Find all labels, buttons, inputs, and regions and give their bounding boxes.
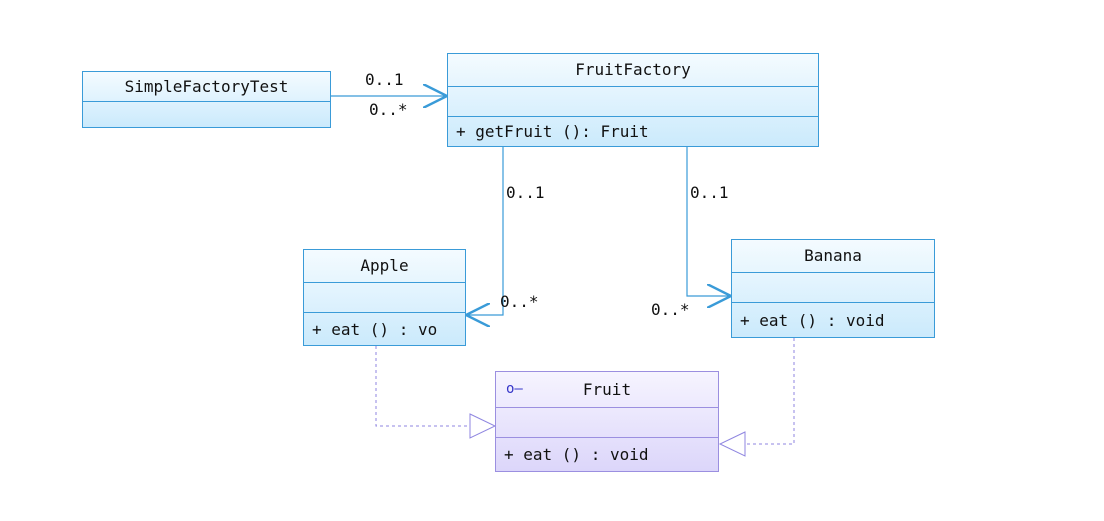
interface-lollipop-icon: o– bbox=[506, 381, 523, 397]
operation-eat: + eat () : void bbox=[496, 437, 718, 471]
multiplicity-test-target: 0..* bbox=[369, 100, 408, 119]
class-name: o– Fruit bbox=[496, 372, 718, 407]
operations-compartment bbox=[83, 101, 330, 127]
association-factory-banana bbox=[686, 147, 731, 296]
multiplicity-banana-target: 0..* bbox=[651, 300, 690, 319]
multiplicity-test-source: 0..1 bbox=[365, 70, 404, 89]
class-name: SimpleFactoryTest bbox=[124, 77, 289, 96]
class-apple[interactable]: Apple + eat () : vo bbox=[303, 249, 466, 346]
operation-eat: + eat () : void bbox=[732, 302, 934, 337]
multiplicity-banana-source: 0..1 bbox=[690, 183, 729, 202]
operation-eat: + eat () : vo bbox=[304, 312, 465, 345]
class-banana[interactable]: Banana + eat () : void bbox=[731, 239, 935, 338]
class-fruit-factory[interactable]: FruitFactory + getFruit (): Fruit bbox=[447, 53, 819, 147]
class-name: Banana bbox=[804, 246, 862, 265]
class-name: FruitFactory bbox=[575, 60, 691, 79]
association-factory-apple bbox=[466, 147, 504, 315]
realization-apple-fruit bbox=[375, 346, 470, 427]
interface-name: Fruit bbox=[582, 380, 632, 399]
operation-get-fruit: + getFruit (): Fruit bbox=[448, 116, 818, 146]
realization-arrowhead-apple bbox=[469, 413, 497, 439]
attributes-compartment bbox=[304, 282, 465, 312]
class-name: Apple bbox=[360, 256, 409, 275]
multiplicity-apple-target: 0..* bbox=[500, 292, 539, 311]
interface-fruit[interactable]: o– Fruit + eat () : void bbox=[495, 371, 719, 472]
realization-banana-fruit bbox=[745, 338, 795, 445]
attributes-compartment bbox=[448, 86, 818, 116]
multiplicity-apple-source: 0..1 bbox=[506, 183, 545, 202]
attributes-compartment bbox=[496, 407, 718, 437]
class-simple-factory-test[interactable]: SimpleFactoryTest bbox=[82, 71, 331, 128]
realization-arrowhead-banana bbox=[718, 431, 746, 457]
attributes-compartment bbox=[732, 272, 934, 302]
